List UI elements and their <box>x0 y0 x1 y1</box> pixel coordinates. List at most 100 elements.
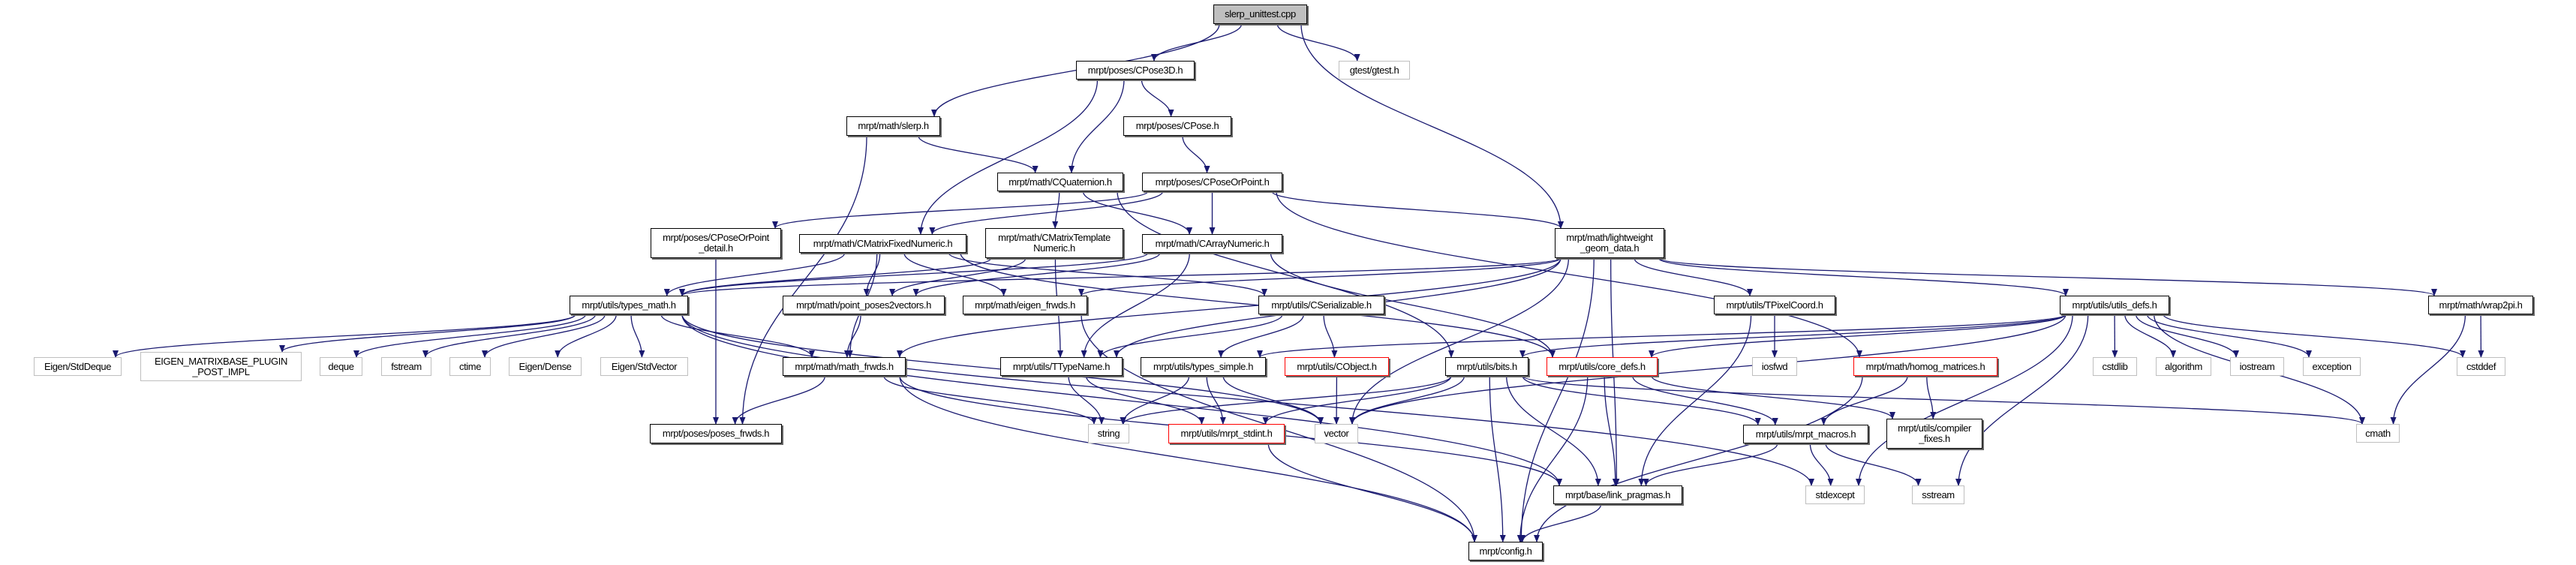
edge-utilsdefs-to-sstream <box>1955 314 2089 486</box>
graph-node-slerp[interactable]: mrpt/math/slerp.h <box>846 116 940 136</box>
edge-lwgeom-to-wrap2pi <box>1658 257 2437 296</box>
graph-node-vector[interactable]: vector <box>1315 424 1358 443</box>
node-label: fstream <box>391 360 422 372</box>
edge-utilsdefs-to-stdexcept <box>1856 314 2073 486</box>
node-label: deque <box>328 360 354 372</box>
graph-node-stdexcept[interactable]: stdexcept <box>1805 485 1865 504</box>
graph-node-cserial[interactable]: mrpt/utils/CSerializable.h <box>1258 296 1384 314</box>
graph-node-coredefs[interactable]: mrpt/utils/core_defs.h <box>1547 357 1658 376</box>
node-label: mrpt/math/point_poses2vectors.h <box>796 299 931 311</box>
edge-bits-to-linkpragmas <box>1506 375 1601 486</box>
graph-node-algorithm[interactable]: algorithm <box>2156 357 2211 376</box>
node-label: mrpt/math/CQuaternion.h <box>1008 176 1112 188</box>
node-label: mrpt/utils/TPixelCoord.h <box>1726 299 1823 311</box>
graph-node-string[interactable]: string <box>1088 424 1129 443</box>
graph-node-tpixel[interactable]: mrpt/utils/TPixelCoord.h <box>1714 296 1835 314</box>
edge-mathfrwds-to-string <box>883 375 1097 425</box>
graph-node-cmath[interactable]: cmath <box>2356 424 2400 443</box>
node-label: mrpt/utils/mrpt_macros.h <box>1755 428 1856 440</box>
graph-node-eigenplugin[interactable]: EIGEN_MATRIXBASE_PLUGIN _POST_IMPL <box>140 352 302 381</box>
graph-node-mathfrwds[interactable]: mrpt/math/math_frwds.h <box>783 357 906 376</box>
edge-typesmath-to-eigendense <box>555 314 617 358</box>
edge-macros-to-linkpragmas <box>1643 443 1778 486</box>
edge-coredefs-to-config <box>1516 375 1589 542</box>
node-label: mrpt/utils/compiler _fixes.h <box>1898 422 1971 444</box>
edge-cmtemplate-to-pp2v <box>889 257 1026 296</box>
node-label: mrpt/poses/CPoseOrPoint.h <box>1155 176 1270 188</box>
edge-cposeorpoint-to-homog <box>1276 191 1862 358</box>
graph-node-cpose3d[interactable]: mrpt/poses/CPose3D.h <box>1076 61 1195 80</box>
graph-node-cpose[interactable]: mrpt/poses/CPose.h <box>1123 116 1231 136</box>
graph-node-fstream[interactable]: fstream <box>381 357 431 376</box>
graph-node-iosfwd[interactable]: iosfwd <box>1752 357 1797 376</box>
graph-node-carray[interactable]: mrpt/math/CArrayNumeric.h <box>1142 234 1282 253</box>
graph-node-cquat[interactable]: mrpt/math/CQuaternion.h <box>997 173 1123 191</box>
graph-node-eigendense[interactable]: Eigen/Dense <box>509 357 582 376</box>
graph-node-homog[interactable]: mrpt/math/homog_matrices.h <box>1853 357 1997 376</box>
graph-node-gtest[interactable]: gtest/gtest.h <box>1339 61 1410 80</box>
edge-lwgeom-to-mathfrwds <box>897 257 1562 358</box>
graph-node-config[interactable]: mrpt/config.h <box>1468 542 1543 560</box>
edge-bits-to-config <box>1489 375 1506 542</box>
graph-node-ttypename[interactable]: mrpt/utils/TTypeName.h <box>1000 357 1123 376</box>
node-label: cstdlib <box>2102 360 2128 372</box>
edge-cmfixed-to-cserial <box>948 252 1267 296</box>
edge-root-to-cpose3d <box>1151 23 1243 62</box>
graph-node-wrap2pi[interactable]: mrpt/math/wrap2pi.h <box>2428 296 2533 314</box>
edge-carray-to-ttypename <box>1081 252 1190 358</box>
graph-node-stdint[interactable]: mrpt/utils/mrpt_stdint.h <box>1168 424 1285 443</box>
graph-node-compfixes[interactable]: mrpt/utils/compiler _fixes.h <box>1886 419 1982 449</box>
node-label: mrpt/utils/utils_defs.h <box>2072 299 2157 311</box>
edge-cposeorpoint-to-cmfixed <box>929 191 1164 235</box>
graph-node-cposeorpoint[interactable]: mrpt/poses/CPoseOrPoint.h <box>1142 173 1282 191</box>
node-label: Eigen/StdVector <box>611 360 678 372</box>
graph-node-lwgeom[interactable]: mrpt/math/lightweight _geom_data.h <box>1555 228 1664 258</box>
edge-cquat-to-cmtemplate <box>1052 191 1060 229</box>
edge-utilsdefs-to-algorithm <box>2124 314 2177 358</box>
edge-lwgeom-to-utilsdefs <box>1658 257 2069 296</box>
graph-node-cpopdetail[interactable]: mrpt/poses/CPoseOrPoint _detail.h <box>651 228 781 258</box>
graph-node-linkpragmas[interactable]: mrpt/base/link_pragmas.h <box>1553 485 1682 504</box>
edge-cpose3d-to-cmfixed <box>917 79 1099 235</box>
graph-node-cmfixed[interactable]: mrpt/math/CMatrixFixedNumeric.h <box>799 234 966 253</box>
graph-node-cstdlib[interactable]: cstdlib <box>2093 357 2137 376</box>
graph-node-utilsdefs[interactable]: mrpt/utils/utils_defs.h <box>2060 296 2169 314</box>
edge-typessimple-to-string <box>1120 375 1190 425</box>
node-label: exception <box>2312 360 2352 372</box>
node-label: mrpt/utils/CSerializable.h <box>1271 299 1372 311</box>
graph-node-eigenfrwds[interactable]: mrpt/math/eigen_frwds.h <box>963 296 1087 314</box>
edge-utilsdefs-to-coredefs <box>1649 314 2067 358</box>
graph-node-macros[interactable]: mrpt/utils/mrpt_macros.h <box>1743 425 1868 443</box>
graph-node-cobject[interactable]: mrpt/utils/CObject.h <box>1285 357 1389 376</box>
edge-cserial-to-ttypename <box>1097 314 1283 358</box>
edge-mathfrwds-to-config <box>899 375 1477 542</box>
edge-bits-to-macros <box>1522 375 1761 425</box>
edge-lwgeom-to-typesmath <box>679 257 1562 296</box>
graph-node-iostream[interactable]: iostream <box>2230 357 2284 376</box>
graph-node-stdvector[interactable]: Eigen/StdVector <box>600 357 688 376</box>
graph-node-typessimple[interactable]: mrpt/utils/types_simple.h <box>1141 357 1266 376</box>
edge-macros-to-stdexcept <box>1809 443 1834 486</box>
edge-pp2v-to-mathfrwds <box>843 314 861 358</box>
node-label: ctime <box>458 360 482 372</box>
graph-node-root[interactable]: slerp_unittest.cpp <box>1213 5 1307 24</box>
graph-node-stddeque[interactable]: Eigen/StdDeque <box>34 357 122 376</box>
graph-node-typesmath[interactable]: mrpt/utils/types_math.h <box>570 296 688 314</box>
graph-node-sstream[interactable]: sstream <box>1912 485 1964 504</box>
graph-node-ctime[interactable]: ctime <box>449 357 491 376</box>
edge-coredefs-to-macros <box>1632 375 1778 425</box>
edge-cmfixed-to-typesmath <box>663 252 846 296</box>
graph-node-deque[interactable]: deque <box>320 357 362 376</box>
node-label: mrpt/config.h <box>1479 545 1532 557</box>
node-label: mrpt/utils/CObject.h <box>1297 360 1377 372</box>
graph-node-bits[interactable]: mrpt/utils/bits.h <box>1445 357 1528 376</box>
graph-node-posesfrwds[interactable]: mrpt/poses/poses_frwds.h <box>650 424 782 443</box>
graph-node-exception[interactable]: exception <box>2303 357 2361 376</box>
graph-node-cstddef[interactable]: cstddef <box>2457 357 2505 376</box>
node-label: mrpt/math/CMatrixTemplate Numeric.h <box>998 232 1111 254</box>
edge-typesmath-to-mathfrwds <box>660 314 815 358</box>
edge-mathfrwds-to-posesfrwds <box>732 375 825 425</box>
graph-node-pp2v[interactable]: mrpt/math/point_poses2vectors.h <box>783 296 945 314</box>
graph-node-cmtemplate[interactable]: mrpt/math/CMatrixTemplate Numeric.h <box>985 228 1123 258</box>
